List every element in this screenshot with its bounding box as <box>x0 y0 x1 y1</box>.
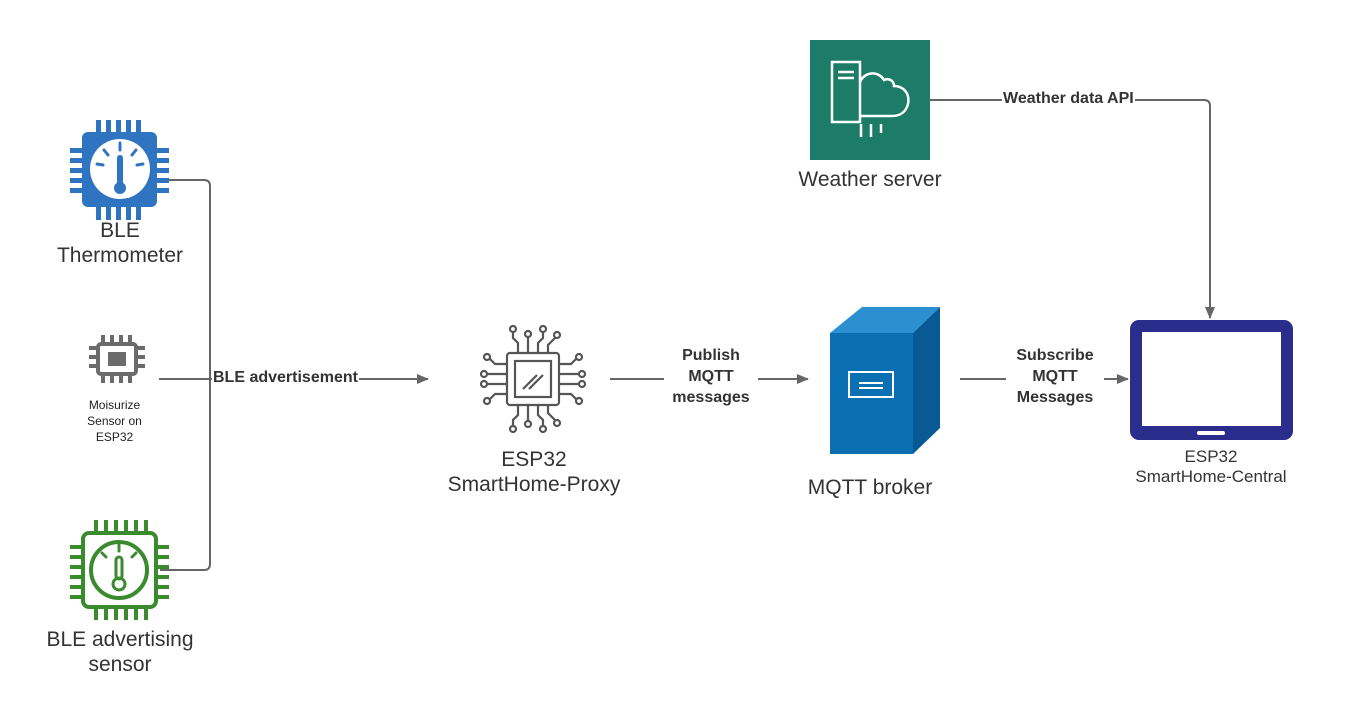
moisture-label-line1: Moisurize <box>88 398 141 412</box>
connector-adv-sensor <box>160 378 211 571</box>
connector-thermometer <box>160 179 211 378</box>
central-label-line2: SmartHome-Central <box>1135 467 1287 487</box>
adv-sensor-label-line2: sensor <box>88 653 152 677</box>
moisture-label-line3: ESP32 <box>95 430 134 445</box>
proxy-label-line2: SmartHome-Proxy <box>447 473 621 497</box>
weather-cloud-icon <box>810 40 930 160</box>
publish-line1: Publish <box>682 347 740 364</box>
thermometer-label-line1: BLE <box>100 219 140 242</box>
edge-label-subscribe: Subscribe MQTT Messages <box>1006 346 1104 409</box>
proxy-label-line1: ESP32 <box>501 448 567 471</box>
adv-sensor-label: BLE advertising sensor <box>20 627 220 677</box>
publish-line2: MQTT <box>688 367 734 385</box>
moisture-label-line2: Sensor on <box>87 414 142 429</box>
central-label-line1: ESP32 <box>1184 447 1238 466</box>
publish-line3: messages <box>672 388 750 406</box>
thermometer-label: BLE Thermometer <box>40 218 200 268</box>
moisture-sensor-label: Moisurize Sensor on ESP32 <box>69 397 160 446</box>
subscribe-line2: MQTT <box>1032 367 1078 385</box>
weather-label-text: Weather server <box>798 168 942 191</box>
broker-label: MQTT broker <box>780 475 960 500</box>
edge-label-weather-api: Weather data API <box>1002 89 1135 110</box>
connectors <box>159 99 1215 571</box>
edge-label-ble-advertisement: BLE advertisement <box>212 368 359 389</box>
proxy-chip-icon <box>479 324 587 434</box>
tablet-icon <box>1130 320 1293 440</box>
weather-label: Weather server <box>770 167 970 192</box>
thermometer-chip-icon <box>70 120 169 220</box>
thermometer-label-line2: Thermometer <box>56 244 184 268</box>
subscribe-line1: Subscribe <box>1016 347 1094 364</box>
edge-label-publish: Publish MQTT messages <box>664 346 758 409</box>
adv-sensor-chip-icon <box>70 520 169 620</box>
subscribe-line3: Messages <box>1016 388 1094 406</box>
central-label: ESP32 SmartHome-Central <box>1111 447 1311 488</box>
adv-sensor-label-line1: BLE advertising <box>46 628 194 651</box>
connector-weather-api <box>930 99 1215 319</box>
moisture-chip-icon <box>89 335 145 383</box>
proxy-label: ESP32 SmartHome-Proxy <box>424 447 644 497</box>
broker-server-icon <box>830 307 940 454</box>
broker-label-text: MQTT broker <box>807 476 933 499</box>
